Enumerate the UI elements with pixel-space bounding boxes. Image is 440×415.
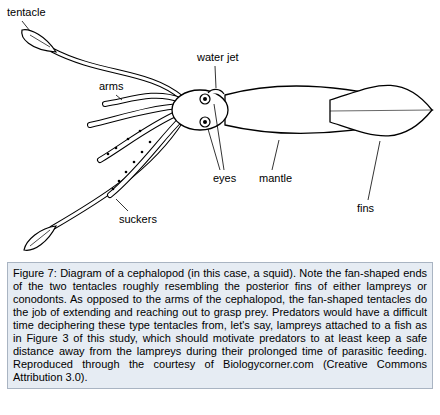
squid-illustration [0, 0, 440, 260]
arms [90, 96, 182, 195]
part-label: mantle [258, 172, 293, 185]
head [172, 90, 228, 130]
part-label: water jet [196, 51, 240, 64]
part-label: fins [356, 202, 375, 215]
fins [330, 85, 432, 136]
pupil [203, 120, 207, 124]
eye [200, 94, 210, 104]
part-label: suckers [118, 213, 158, 226]
part-label: eyes [212, 172, 237, 185]
tentacles [52, 50, 182, 228]
mantle-line [330, 110, 432, 111]
siphon [208, 89, 224, 94]
figure-caption: Figure 7: Diagram of a cephalopod (in th… [13, 267, 427, 384]
leader-lines [22, 21, 380, 211]
suckers [107, 130, 152, 191]
eye [200, 117, 210, 127]
part-label: arms [98, 80, 124, 93]
caption-box: Figure 7: Diagram of a cephalopod (in th… [7, 262, 433, 389]
part-label: tentacle [6, 6, 47, 19]
tentacle-clubs [22, 30, 56, 251]
pupil [203, 97, 207, 101]
